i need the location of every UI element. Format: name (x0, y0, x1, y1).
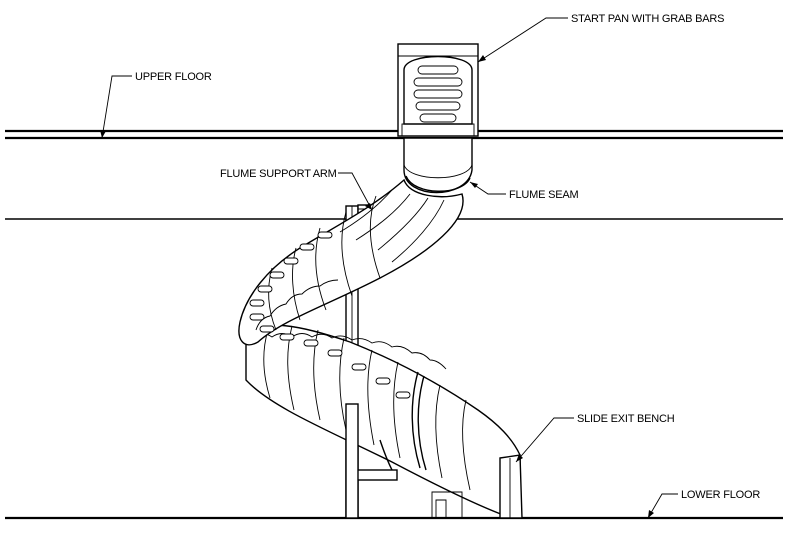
upper-floor-slab (5, 129, 783, 140)
label-lower-floor: LOWER FLOOR (681, 489, 760, 501)
label-start-pan: START PAN WITH GRAB BARS (571, 13, 724, 25)
leader-start-pan (477, 17, 568, 63)
label-slide-exit-bench: SLIDE EXIT BENCH (577, 413, 675, 425)
label-flume-seam: FLUME SEAM (509, 189, 579, 201)
slide-exit-bench (499, 454, 523, 519)
label-upper-floor: UPPER FLOOR (135, 71, 212, 83)
leader-flume-support-arm (338, 172, 373, 211)
flume-grab-slots (249, 231, 411, 399)
leader-flume-seam (469, 181, 506, 195)
leader-lower-floor (647, 493, 678, 519)
support-post-front (345, 403, 359, 519)
leader-slide-exit-bench (515, 417, 574, 463)
leader-upper-floor (100, 75, 132, 139)
flume-drop-tube (403, 137, 473, 194)
grab-bar-icon (413, 65, 463, 123)
bench-footing (431, 491, 463, 518)
label-flume-support-arm: FLUME SUPPORT ARM (220, 168, 337, 180)
flume-lower-turn (245, 324, 521, 517)
